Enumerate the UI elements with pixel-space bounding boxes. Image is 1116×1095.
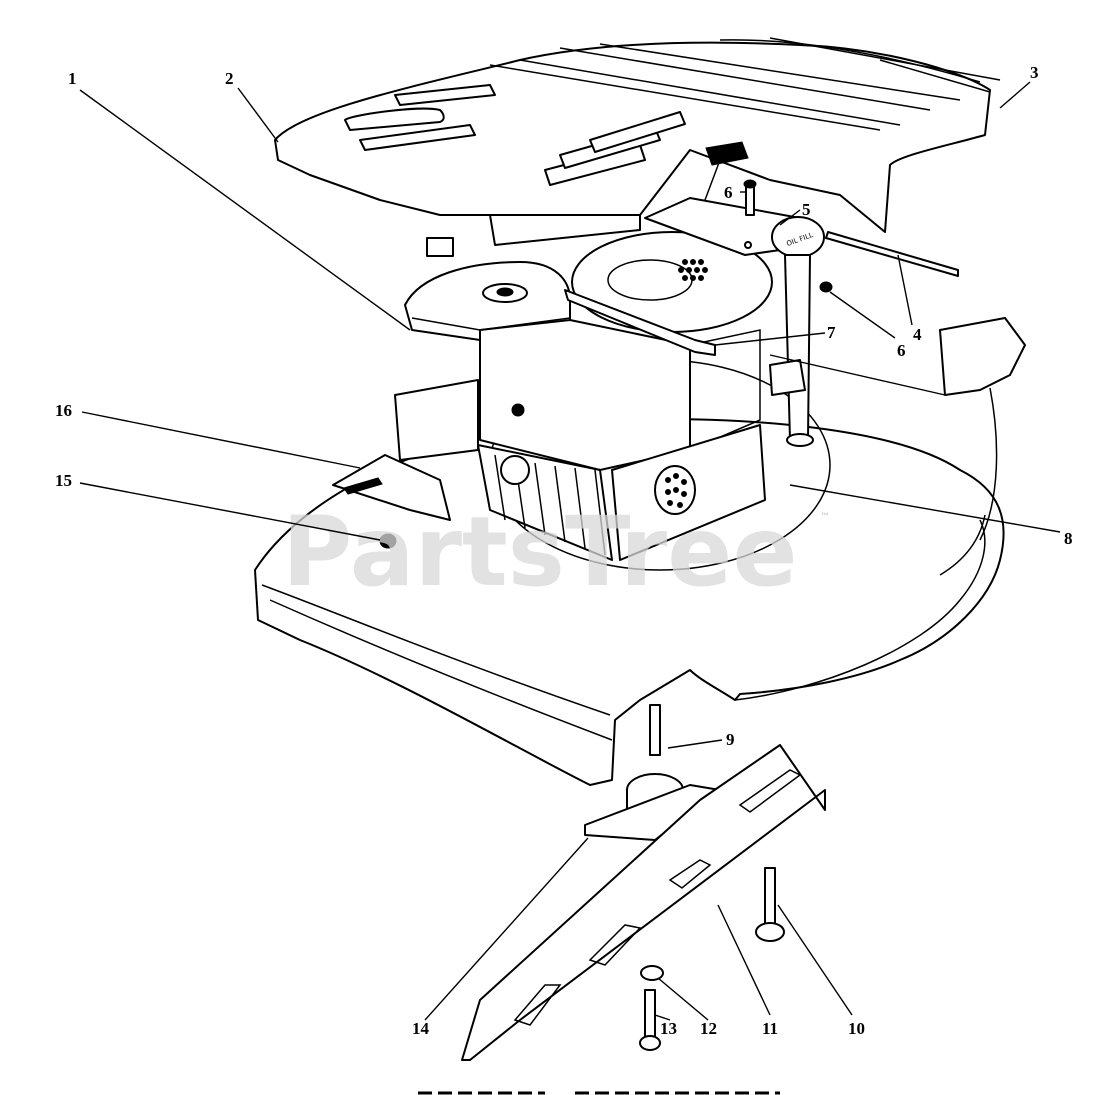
- blade-adapter: [584, 704, 721, 898]
- callout-5: 5: [802, 200, 811, 219]
- leader-lines: [79, 81, 1061, 1021]
- bracket-clip: [564, 289, 716, 356]
- callout-8: 8: [1064, 529, 1073, 548]
- engine: [394, 231, 773, 561]
- callout-15: 15: [55, 471, 72, 490]
- callout-14: 14: [412, 1019, 430, 1038]
- callout-12: 12: [700, 1019, 717, 1038]
- muffler-holes: [665, 473, 687, 508]
- baffle: [332, 454, 451, 521]
- callout-1: 1: [68, 69, 77, 88]
- callout-10: 10: [848, 1019, 865, 1038]
- callout-9: 9: [726, 730, 735, 749]
- cylinder-fins: [494, 454, 606, 556]
- vent-dots: [678, 259, 708, 281]
- callout-11: 11: [762, 1019, 778, 1038]
- callout-6-lower: 6: [897, 341, 906, 360]
- trademark-symbol: ™: [820, 512, 830, 523]
- callout-6-upper: 6: [724, 183, 733, 202]
- oil-fill-tube: OIL FILL: [769, 216, 825, 447]
- callout-7: 7: [827, 323, 836, 342]
- engine-cover: [274, 37, 1001, 257]
- blade: [461, 744, 826, 1061]
- callout-13: 13: [660, 1019, 677, 1038]
- callout-16: 16: [55, 401, 72, 420]
- bolt: [639, 989, 661, 1051]
- screw-upper: [743, 179, 757, 216]
- rod: [825, 231, 959, 277]
- screw-lower: [819, 281, 833, 293]
- callout-labels: 1 2 3 4 5 6 6 7 8 9 10 11 12 13 14 15 16: [55, 63, 1073, 1038]
- callout-4: 4: [913, 325, 922, 344]
- washer: [640, 965, 664, 981]
- blade-bolt: [755, 867, 785, 942]
- callout-2: 2: [225, 69, 234, 88]
- callout-3: 3: [1030, 63, 1039, 82]
- nut: [379, 533, 397, 549]
- watermark: PartsTree: [282, 496, 797, 608]
